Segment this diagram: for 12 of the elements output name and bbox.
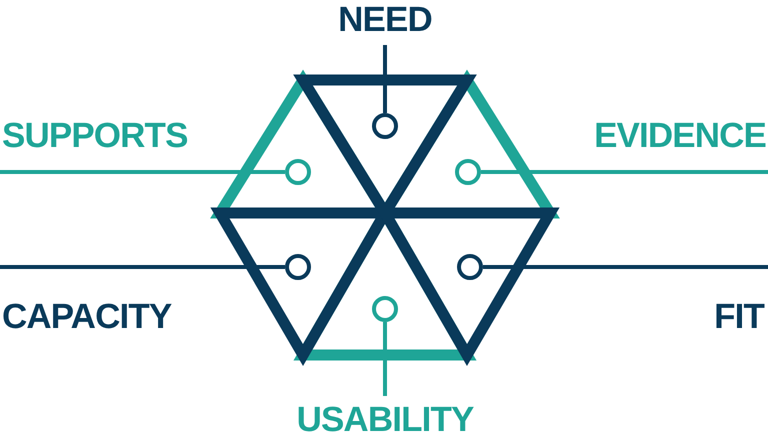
leader-line [383,322,387,396]
category-label: CAPACITY [2,297,172,337]
category-label: FIT [714,297,764,337]
category-label: SUPPORTS [2,116,188,156]
leader-line [0,265,285,269]
category-label: NEED [338,0,432,40]
category-label: EVIDENCE [594,116,766,156]
leader-line [383,45,387,113]
leader-line [481,170,768,174]
category-label: USABILITY [296,400,474,440]
leader-line [0,170,285,174]
leader-line [483,265,768,269]
